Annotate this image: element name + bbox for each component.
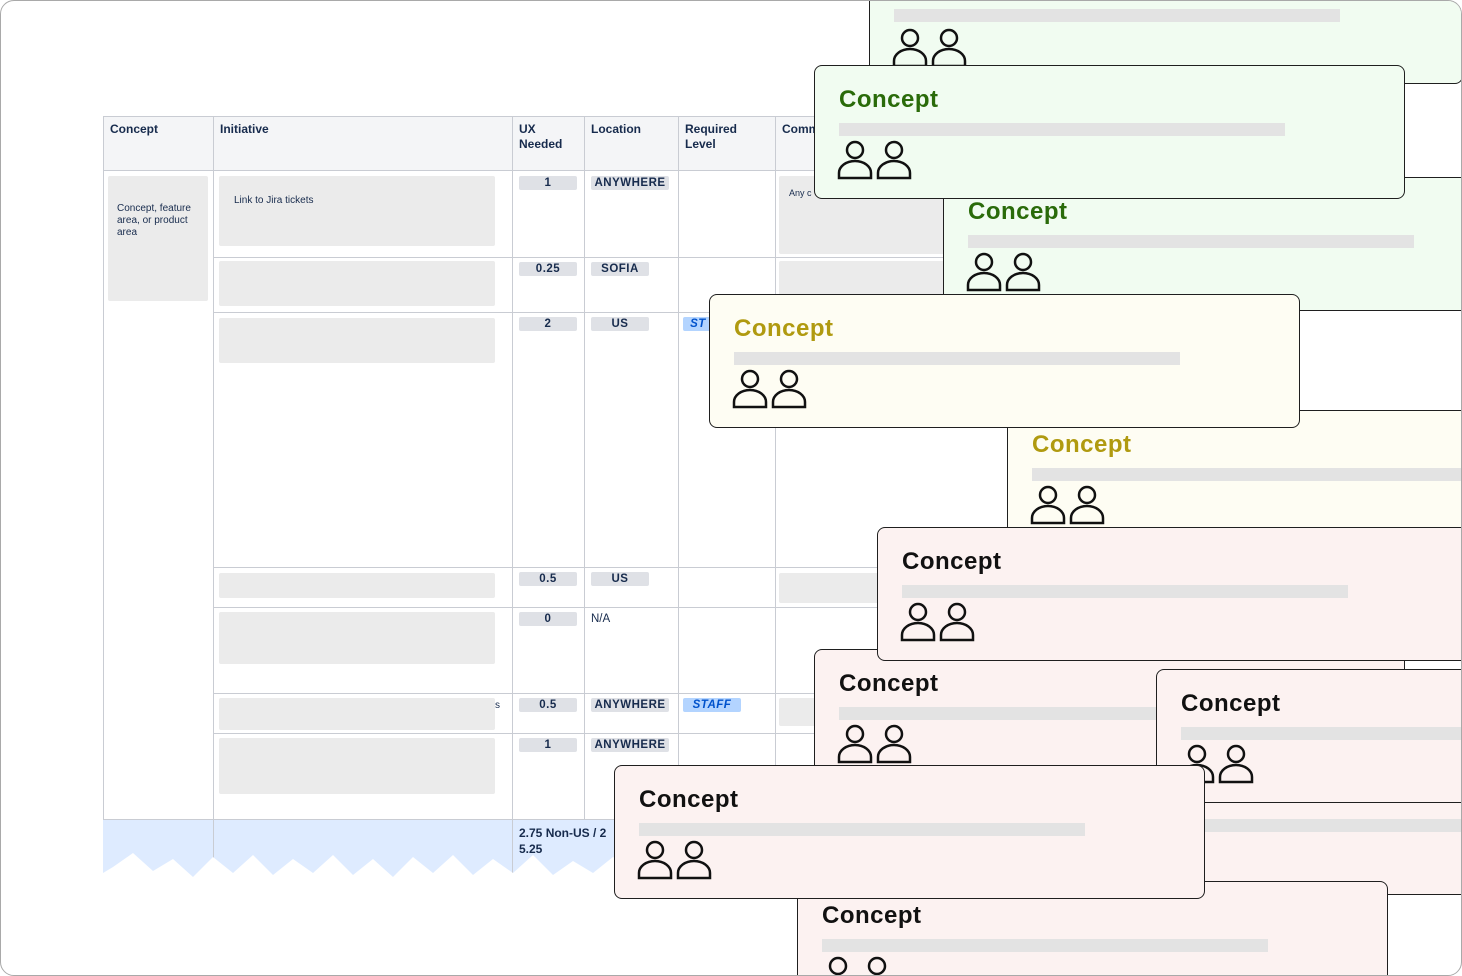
- people-icon: [837, 724, 912, 764]
- location-value: US: [591, 317, 649, 331]
- people-icon: [900, 602, 975, 642]
- card-description-bar: [894, 9, 1340, 22]
- concept-card[interactable]: Concept: [814, 65, 1405, 199]
- people-icon: [1030, 485, 1105, 525]
- ux-needed-value: 1: [519, 176, 577, 190]
- card-title: Concept: [902, 548, 1002, 575]
- initiative-cell[interactable]: [219, 318, 495, 363]
- location-value: US: [591, 572, 649, 586]
- total-line-2: 5.25: [519, 842, 543, 856]
- location-value: ANYWHERE: [591, 176, 669, 190]
- card-title: Concept: [822, 902, 922, 929]
- location-value: SOFIA: [591, 262, 649, 276]
- card-title: Concept: [968, 198, 1068, 225]
- card-title: Concept: [839, 670, 939, 697]
- concept-card[interactable]: Concept: [877, 527, 1461, 661]
- location-value: N/A: [591, 613, 611, 625]
- ux-needed-value: 0.5: [519, 572, 577, 586]
- card-title: Concept: [639, 786, 739, 813]
- people-icon: [892, 28, 967, 68]
- header-required-level[interactable]: Required Level: [679, 116, 776, 171]
- card-description-bar: [968, 235, 1414, 248]
- card-description-bar: [1032, 468, 1461, 481]
- card-title: Concept: [1181, 690, 1281, 717]
- required-level-value: ST: [683, 317, 713, 331]
- ux-needed-value: 0.5: [519, 698, 577, 712]
- initiative-cell[interactable]: [219, 698, 495, 730]
- initiative-cell[interactable]: [219, 612, 495, 664]
- initiative-link-text[interactable]: Link to Jira tickets: [234, 195, 314, 206]
- card-description-bar: [822, 939, 1268, 952]
- people-icon: [966, 252, 1041, 292]
- torn-edge: [103, 853, 643, 893]
- concept-cell[interactable]: [108, 176, 208, 301]
- concept-card[interactable]: Concept: [943, 177, 1461, 311]
- initiative-cell[interactable]: [219, 261, 495, 306]
- header-initiative[interactable]: Initiative: [214, 116, 513, 171]
- ux-needed-value: 0: [519, 612, 577, 626]
- people-icon: [732, 369, 807, 409]
- ux-needed-value: 1: [519, 738, 577, 752]
- card-description-bar: [639, 823, 1085, 836]
- card-title: Concept: [839, 86, 939, 113]
- card-title: Concept: [734, 315, 834, 342]
- people-icon: [828, 956, 887, 975]
- header-concept[interactable]: Concept: [103, 116, 214, 171]
- required-level-value: STAFF: [683, 698, 741, 712]
- concept-card[interactable]: Concept: [1156, 669, 1461, 803]
- people-icon: [837, 140, 912, 180]
- initiative-fragment: s: [495, 700, 500, 711]
- card-description-bar: [902, 585, 1348, 598]
- card-description-bar: [1181, 727, 1461, 740]
- header-location[interactable]: Location: [585, 116, 679, 171]
- card-description-bar: [839, 123, 1285, 136]
- ux-needed-value: 0.25: [519, 262, 577, 276]
- ux-needed-value: 2: [519, 317, 577, 331]
- concept-cell-text: Concept, feature area, or product area: [117, 203, 191, 238]
- header-ux-needed[interactable]: UX Needed: [513, 116, 585, 171]
- initiative-cell[interactable]: [219, 176, 495, 246]
- capacity-table: Concept Initiative UX Needed Location Re…: [103, 116, 949, 887]
- card-description-bar: [734, 352, 1180, 365]
- people-icon: [637, 840, 712, 880]
- location-value: ANYWHERE: [591, 738, 669, 752]
- location-value: ANYWHERE: [591, 698, 669, 712]
- card-title: Concept: [1032, 431, 1132, 458]
- concept-card[interactable]: Concept: [614, 765, 1205, 899]
- concept-card[interactable]: Concept: [709, 294, 1300, 428]
- initiative-cell[interactable]: [219, 738, 495, 794]
- concept-card[interactable]: Concept: [1007, 410, 1461, 544]
- initiative-cell[interactable]: [219, 573, 495, 598]
- comments-text: Any c: [789, 188, 812, 198]
- total-line-1: 2.75 Non-US / 2: [519, 826, 607, 840]
